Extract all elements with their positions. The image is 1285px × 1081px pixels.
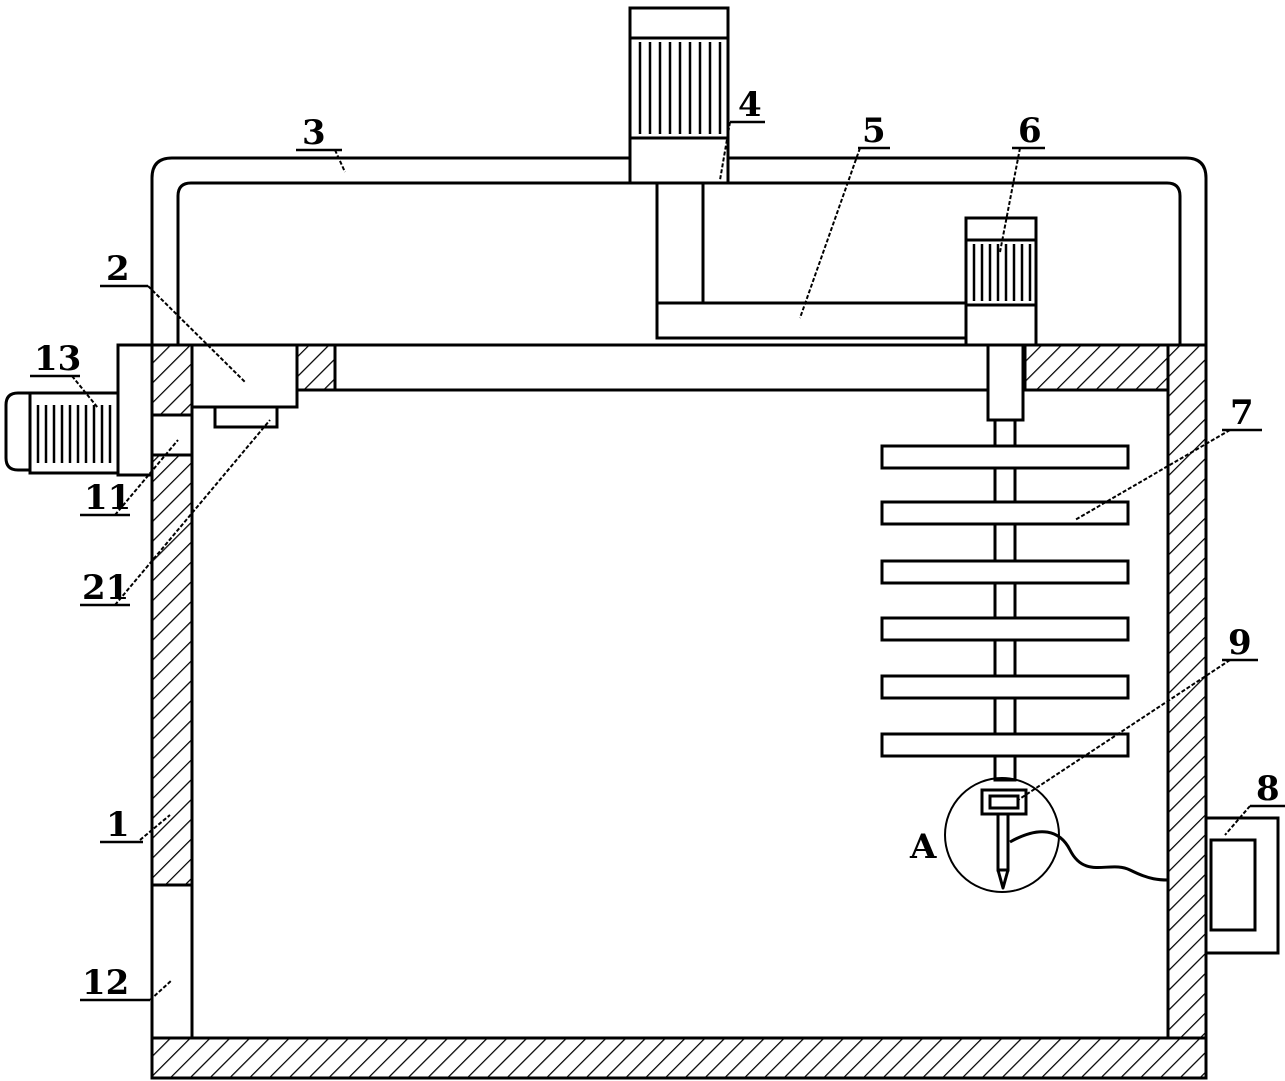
label-9: 9 (1228, 623, 1252, 663)
sensor-9 (944, 777, 1060, 893)
cable (1009, 830, 1169, 882)
side-motor-13 (4, 343, 194, 477)
label-11: 11 (84, 478, 131, 518)
leader-lines (71, 121, 1251, 1001)
stirrer-7 (880, 418, 1130, 782)
label-1: 1 (106, 805, 130, 845)
arm-5 (655, 181, 972, 340)
label-2: 2 (106, 249, 130, 289)
top-motor-4 (628, 6, 730, 185)
slider-block-2 (190, 343, 299, 429)
label-13: 13 (34, 339, 81, 379)
label-7: 7 (1230, 393, 1254, 433)
mixer-motor-6 (964, 216, 1038, 422)
labels: 3 4 5 6 2 13 11 21 7 9 1 12 8 A (34, 85, 1280, 1003)
door-12 (150, 883, 194, 1040)
control-box-8 (1204, 816, 1280, 955)
label-6: 6 (1018, 111, 1042, 151)
label-21: 21 (82, 568, 129, 608)
label-8: 8 (1256, 769, 1280, 809)
label-4: 4 (738, 85, 762, 125)
label-12: 12 (82, 963, 129, 1003)
label-A: A (909, 827, 937, 867)
label-5: 5 (862, 111, 886, 151)
label-3: 3 (302, 113, 326, 153)
label-underlines (30, 120, 1285, 1002)
